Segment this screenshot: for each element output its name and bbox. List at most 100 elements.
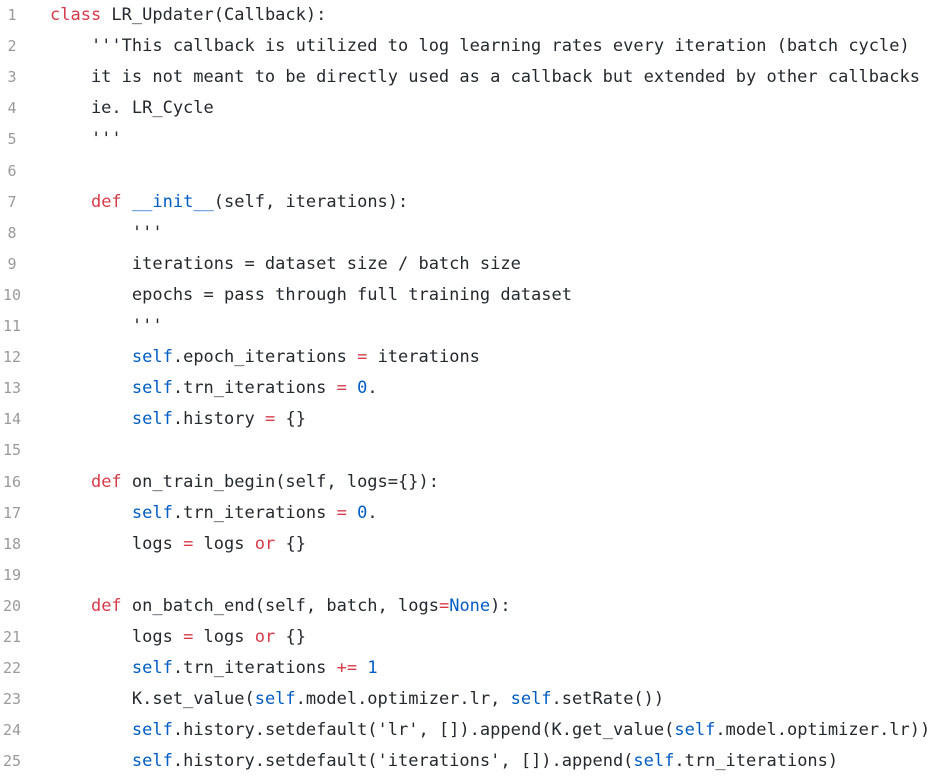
code-token: on_batch_end(self, batch, logs: [131, 596, 439, 616]
code-line: 14 self.history = {}: [0, 404, 938, 435]
code-token: self: [510, 689, 552, 709]
code-line: 9 iterations = dataset size / batch size: [0, 249, 938, 280]
code-text: self.history.setdefault('lr', []).append…: [50, 715, 930, 746]
code-text: self.trn_iterations += 1: [50, 653, 378, 684]
code-token: or: [254, 534, 276, 554]
line-number: 7: [7, 193, 17, 211]
code-token: ):: [490, 596, 511, 616]
code-token: self: [131, 751, 173, 771]
code-text: self.epoch_iterations = iterations: [50, 342, 480, 373]
code-token: self: [131, 503, 173, 523]
code-token: def: [90, 596, 132, 616]
code-token: .setRate()): [551, 689, 665, 709]
code-line: 24 self.history.setdefault('lr', []).app…: [0, 715, 938, 746]
code-text: iterations = dataset size / batch size: [50, 249, 521, 280]
line-number: 15: [2, 441, 22, 459]
code-line: 20 def on_batch_end(self, batch, logs=No…: [0, 591, 938, 622]
code-line: 12 self.epoch_iterations = iterations: [0, 342, 938, 373]
code-token: ie. LR_Cycle: [50, 98, 214, 118]
code-token: on_train_begin(self, logs={}):: [131, 472, 439, 492]
line-number: 16: [2, 473, 22, 491]
code-token: =: [438, 596, 450, 616]
code-token: [50, 503, 132, 523]
code-token: .: [367, 503, 378, 523]
code-token: self: [633, 751, 675, 771]
code-text: ie. LR_Cycle: [50, 93, 214, 124]
code-token: epochs = pass through full training data…: [50, 285, 572, 305]
code-token: .model.optimizer.lr)): [715, 720, 931, 740]
code-text: ''': [50, 311, 163, 342]
line-number: 4: [7, 99, 17, 117]
code-line: 22 self.trn_iterations += 1: [0, 653, 938, 684]
code-line: 1 class LR_Updater(Callback):: [0, 0, 938, 31]
code-token: {}: [275, 409, 306, 429]
code-token: __init__: [131, 192, 214, 212]
code-line: 5 ''': [0, 124, 938, 155]
code-text: def on_train_begin(self, logs={}):: [50, 467, 439, 498]
line-number: 18: [2, 535, 22, 553]
line-number: 6: [7, 162, 17, 180]
code-text: ''': [50, 218, 163, 249]
code-line: 3 it is not meant to be directly used as…: [0, 62, 938, 93]
line-number: 21: [2, 628, 22, 646]
code-token: def: [90, 472, 132, 492]
code-text: ''': [50, 124, 122, 155]
code-token: it is not meant to be directly used as a…: [50, 67, 920, 87]
code-token: (self, iterations):: [213, 192, 409, 212]
code-line: 16 def on_train_begin(self, logs={}):: [0, 467, 938, 498]
code-token: =: [336, 378, 347, 398]
code-text: def on_batch_end(self, batch, logs=None)…: [50, 591, 511, 622]
code-token: .epoch_iterations: [172, 347, 358, 367]
line-number: 5: [7, 130, 17, 148]
line-number: 17: [2, 504, 22, 522]
code-token: class: [50, 5, 112, 25]
code-token: =: [183, 534, 194, 554]
code-token: .history: [172, 409, 265, 429]
code-token: [357, 658, 367, 678]
code-token: self: [674, 720, 716, 740]
code-text: class LR_Updater(Callback):: [50, 0, 326, 31]
code-token: .model.optimizer.lr,: [295, 689, 511, 709]
code-token: =: [357, 347, 368, 367]
code-token: =: [183, 627, 194, 647]
line-number: 1: [7, 6, 17, 24]
line-number: 22: [2, 659, 22, 677]
code-line: 21 logs = logs or {}: [0, 622, 938, 653]
code-text: epochs = pass through full training data…: [50, 280, 572, 311]
code-token: [50, 192, 91, 212]
code-token: .trn_iterations: [172, 503, 337, 523]
code-line: 13 self.trn_iterations = 0.: [0, 373, 938, 404]
code-token: ''': [50, 129, 122, 149]
code-text: logs = logs or {}: [50, 622, 306, 653]
line-number: 13: [2, 379, 22, 397]
code-token: [50, 472, 91, 492]
code-token: [50, 347, 132, 367]
code-token: .: [367, 378, 378, 398]
code-token: logs: [50, 534, 184, 554]
code-token: self: [131, 347, 173, 367]
code-token: self: [131, 658, 173, 678]
code-token: None: [449, 596, 491, 616]
code-token: .history.setdefault('lr', []).append(K.g…: [172, 720, 675, 740]
code-token: [50, 378, 132, 398]
code-text: self.trn_iterations = 0.: [50, 373, 378, 404]
line-number: 25: [2, 752, 22, 770]
code-line: 11 ''': [0, 311, 938, 342]
code-line: 7 def __init__(self, iterations):: [0, 187, 938, 218]
code-token: self: [131, 409, 173, 429]
code-line: 17 self.trn_iterations = 0.: [0, 498, 938, 529]
code-token: 0: [357, 378, 368, 398]
code-text: logs = logs or {}: [50, 529, 306, 560]
code-token: [50, 658, 132, 678]
code-text: it is not meant to be directly used as a…: [50, 62, 920, 93]
code-token: =: [264, 409, 276, 429]
code-line: 2 '''This callback is utilized to log le…: [0, 31, 938, 62]
line-number: 11: [2, 317, 22, 335]
line-number: 23: [2, 690, 22, 708]
code-token: iterations = dataset size / batch size: [50, 254, 521, 274]
code-line: 18 logs = logs or {}: [0, 529, 938, 560]
code-token: or: [254, 627, 276, 647]
code-line: 15: [0, 435, 938, 466]
line-number: 3: [7, 68, 17, 86]
